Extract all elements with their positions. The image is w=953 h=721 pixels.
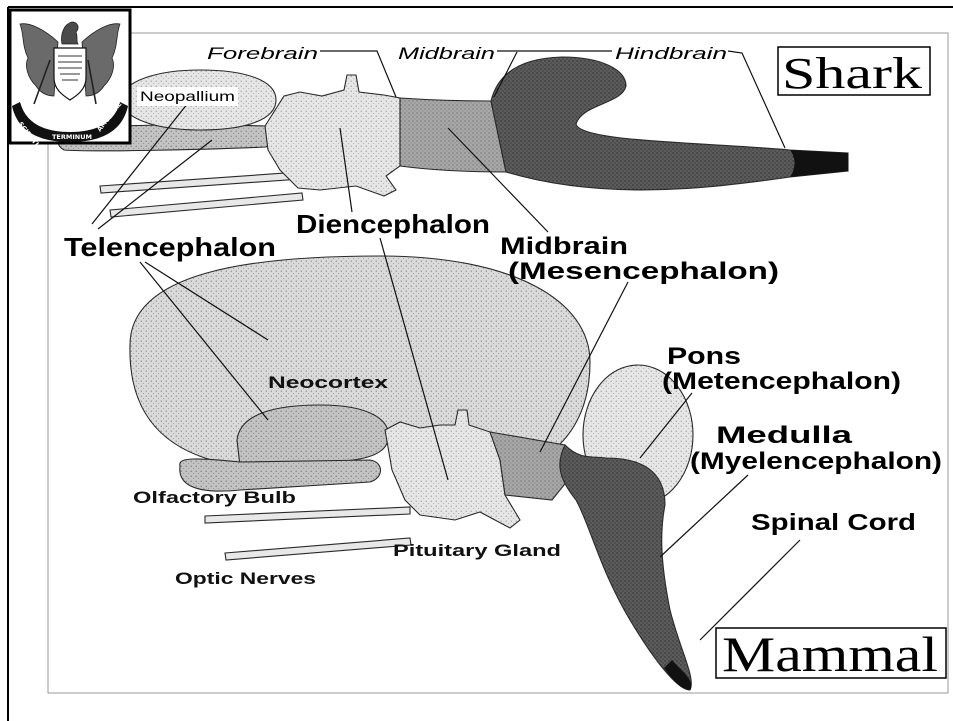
mammal-olfactory-lobe [237,405,388,466]
label-hindbrain: Hindbrain [615,44,727,63]
institution-logo: SCIENTIA TERMINUM AMOVERE [10,10,130,152]
label-pituitary-gland: Pituitary Gland [393,541,561,560]
label-medulla: Medulla [716,422,853,449]
shark-brain [58,57,848,217]
shark-spinal-tip [790,150,848,177]
label-olfactory-bulb: Olfactory Bulb [133,488,296,507]
mammal-brain [130,256,693,690]
shark-title: Shark [782,49,922,98]
mammal-title: Mammal [722,626,938,682]
leader-spinal-cord [700,540,800,640]
shark-midbrain-region [400,98,506,172]
logo-motto-center: TERMINUM [52,133,92,141]
mammal-optic-nerve-upper [205,507,410,523]
label-telencephalon: Telencephalon [64,232,276,262]
label-neopallium: Neopallium [140,88,235,104]
label-pons: Pons [667,343,741,370]
label-shark-midbrain: Midbrain [398,44,495,63]
label-forebrain: Forebrain [207,44,318,63]
label-mesencephalon: (Mesencephalon) [508,258,779,285]
label-metencephalon: (Metencephalon) [662,368,901,395]
label-optic-nerves: Optic Nerves [175,569,316,588]
mammal-optic-nerve-lower [225,538,411,560]
label-neocortex: Neocortex [268,373,389,392]
label-diencephalon: Diencephalon [296,209,490,239]
mammal-olfactory-bulb [180,459,381,491]
label-spinal-cord: Spinal Cord [751,509,916,535]
label-myelencephalon: (Myelencephalon) [690,448,942,475]
leader-hindbrain [728,51,785,148]
label-midbrain: Midbrain [500,233,628,260]
